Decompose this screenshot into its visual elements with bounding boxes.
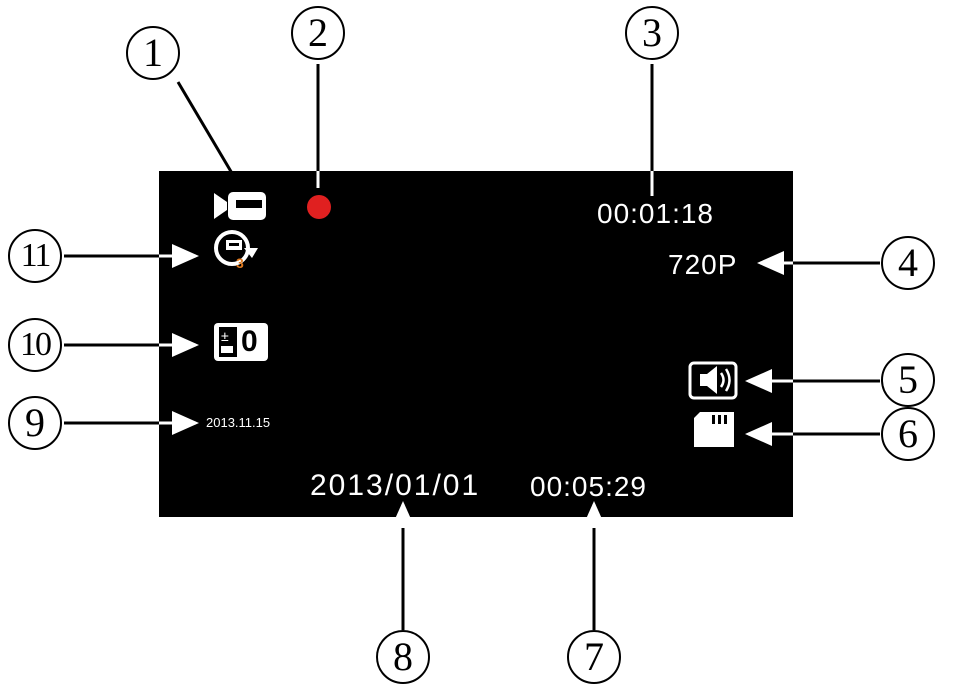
recording-dot-icon	[307, 195, 331, 219]
clock-text: 00:05:29	[530, 471, 647, 502]
svg-text:3: 3	[236, 255, 244, 271]
sd-card-icon	[694, 412, 734, 447]
record-time-text: 00:01:18	[597, 198, 714, 229]
callout-10: 10	[8, 318, 62, 372]
loop-recording-icon: 3	[214, 230, 258, 271]
callout-7: 7	[567, 630, 621, 684]
speaker-icon	[688, 361, 738, 400]
callout-5: 5	[881, 353, 935, 407]
date-stamp-text: 2013.11.15	[206, 415, 271, 430]
exposure-value-text: 0	[241, 325, 258, 358]
callout-11: 11	[8, 229, 62, 283]
date-text: 2013/01/01	[310, 469, 481, 502]
leader-line-1	[176, 81, 238, 181]
callout-4: 4	[881, 236, 935, 290]
video-camera-icon	[214, 192, 266, 220]
svg-text:±: ±	[221, 328, 229, 344]
callout-8: 8	[376, 630, 430, 684]
callout-6: 6	[881, 407, 935, 461]
callout-9: 9	[8, 396, 62, 450]
callout-2: 2	[291, 6, 345, 60]
exposure-icon: ±	[214, 323, 268, 361]
callout-1: 1	[126, 26, 180, 80]
callout-3: 3	[625, 6, 679, 60]
resolution-text: 720P	[668, 249, 738, 280]
